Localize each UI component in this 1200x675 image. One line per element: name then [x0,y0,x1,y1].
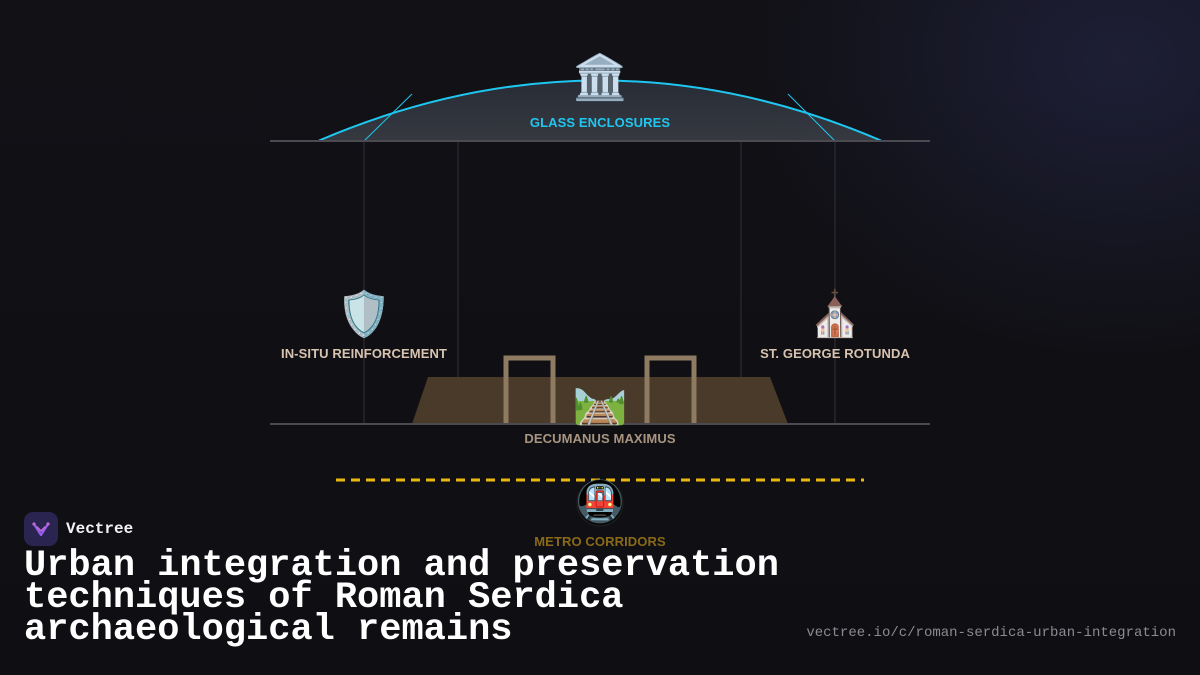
railway-track-icon: 🛤️ [572,377,628,426]
metro-node-ring [576,479,624,527]
metro-train-icon: 🚇 [575,480,625,524]
source-url[interactable]: vectree.io/c/roman-serdica-urban-integra… [806,625,1176,641]
dome-strut-right [787,93,836,142]
glass-enclosures-label: GLASS ENCLOSURES [529,115,671,130]
page-title: Urban integration and preservation techn… [24,545,779,651]
classical-building-icon: 🏛️ [572,53,628,102]
shield-icon: 🛡️ [336,290,392,339]
roman-gate-left [503,355,556,423]
brand-name: Vectree [66,520,134,538]
metro-corridors-label: METRO CORRIDORS [534,534,666,549]
dome-strut-left [363,93,413,142]
brand: Vectree [24,512,133,546]
in-situ-reinforcement-label: IN-SITU REINFORCEMENT [280,346,448,361]
st-george-rotunda-label: ST. GEORGE ROTUNDA [760,346,910,361]
vectree-logo-icon [24,512,58,546]
church-icon: ⛪ [807,290,863,339]
decumanus-maximus-label: DECUMANUS MAXIMUS [524,431,676,446]
glass-dome-outline [317,79,883,142]
roman-gate-right [644,355,697,423]
